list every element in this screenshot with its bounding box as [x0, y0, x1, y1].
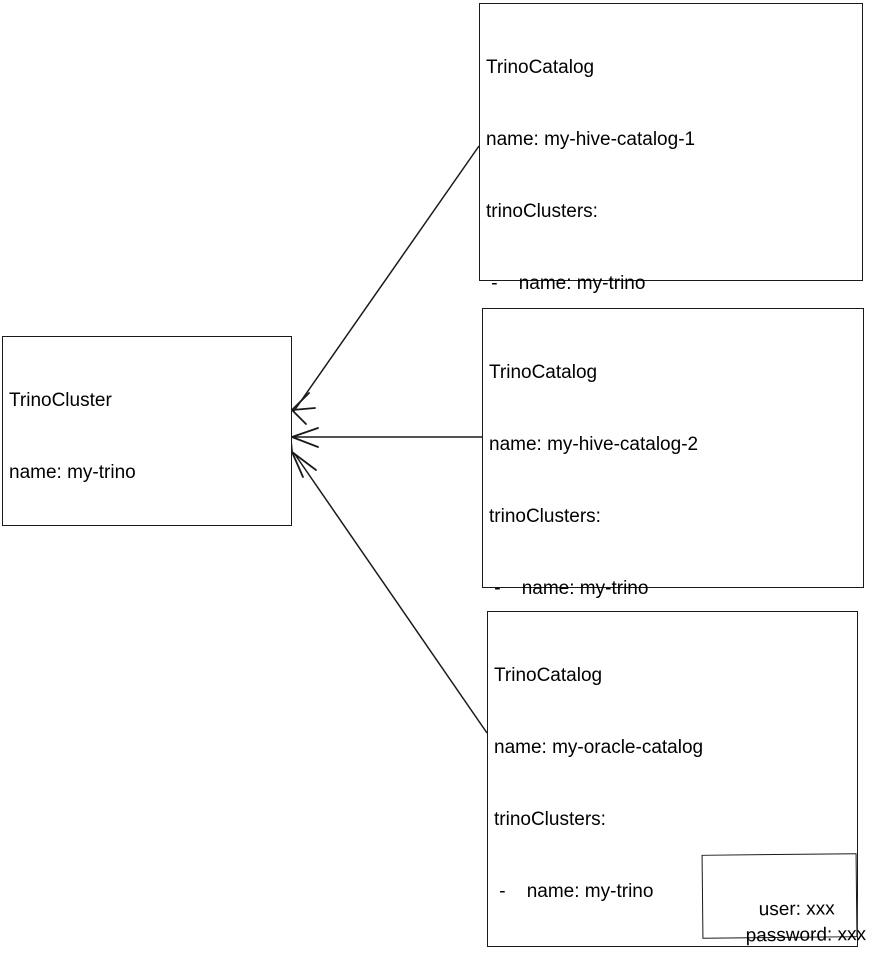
secret-password: password: xxx — [745, 924, 867, 947]
node-trino-catalog-my-oracle-catalog[interactable]: TrinoCatalog name: my-oracle-catalog tri… — [487, 611, 866, 954]
node-trino-cluster[interactable]: TrinoCluster name: my-trino — [2, 336, 292, 526]
catalog-1-kind: TrinoCatalog — [486, 57, 595, 78]
secret-contents: user: xxx password: xxx — [703, 870, 867, 954]
catalog-2-name: name: my-hive-catalog-2 — [489, 434, 699, 455]
catalog-3-name: name: my-oracle-catalog — [494, 737, 704, 758]
catalog-3-kind: TrinoCatalog — [494, 665, 603, 686]
catalog-2-kind: TrinoCatalog — [489, 362, 598, 383]
catalog-1-name: name: my-hive-catalog-1 — [486, 129, 696, 150]
edge-catalog-3-to-cluster — [289, 429, 488, 734]
node-oracle-credentials-secret[interactable]: user: xxx password: xxx — [701, 853, 866, 946]
edge-catalog-2-to-cluster — [291, 427, 482, 448]
edge-catalog-1-to-cluster — [291, 145, 480, 425]
trino-cluster-kind: TrinoCluster — [9, 390, 112, 411]
secret-user: user: xxx — [758, 898, 835, 921]
catalog-1-trinoclusters-key: trinoClusters: — [486, 201, 598, 222]
catalog-3-trinoclusters-item: - name: my-trino — [494, 881, 654, 902]
catalog-3-spec: TrinoCatalog name: my-oracle-catalog tri… — [494, 616, 853, 954]
catalog-1-trinoclusters-item: - name: my-trino — [486, 273, 646, 294]
catalog-2-trinoclusters-key: trinoClusters: — [489, 506, 601, 527]
catalog-3-trinoclusters-key: trinoClusters: — [494, 809, 606, 830]
node-trino-catalog-my-hive-catalog-2[interactable]: TrinoCatalog name: my-hive-catalog-2 tri… — [482, 308, 864, 887]
catalog-2-trinoclusters-item: - name: my-trino — [489, 578, 649, 599]
trino-cluster-spec: TrinoCluster name: my-trino — [9, 341, 287, 533]
trino-cluster-name: name: my-trino — [9, 462, 136, 483]
node-trino-catalog-my-hive-catalog-1[interactable]: TrinoCatalog name: my-hive-catalog-1 tri… — [479, 3, 863, 654]
